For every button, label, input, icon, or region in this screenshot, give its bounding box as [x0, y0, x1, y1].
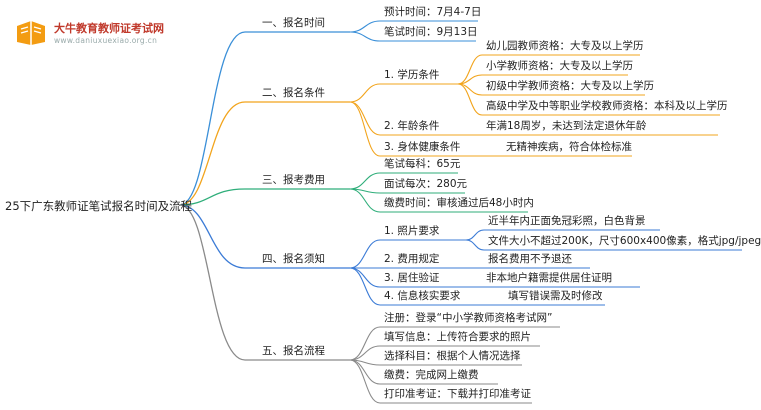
step-select-subject[interactable]: 选择科目：根据个人情况选择: [384, 350, 521, 362]
branch-registration-time[interactable]: 一、报名时间: [262, 17, 325, 29]
node-education[interactable]: 1. 学历条件: [384, 69, 440, 81]
leaf-residence[interactable]: 非本地户籍需提供居住证明: [486, 272, 612, 284]
node-info-check[interactable]: 4. 信息核实要求: [384, 290, 461, 302]
step-print-ticket[interactable]: 打印准考证：下载并打印准考证: [384, 388, 531, 400]
leaf-primary[interactable]: 小学教师资格：大专及以上学历: [486, 60, 633, 72]
step-fill-info[interactable]: 填写信息：上传符合要求的照片: [384, 331, 531, 343]
node-photo[interactable]: 1. 照片要求: [384, 225, 440, 237]
node-health[interactable]: 3. 身体健康条件: [384, 141, 461, 153]
node-payment-time[interactable]: 缴费时间：审核通过后48小时内: [384, 197, 534, 209]
leaf-photo-size[interactable]: 文件大小不超过200K，尺寸600x400像素，格式jpg/jpeg: [488, 235, 761, 247]
branch-requirements[interactable]: 二、报名条件: [262, 87, 325, 99]
branch-fees[interactable]: 三、报考费用: [262, 174, 325, 186]
node-expected-time[interactable]: 预计时间：7月4-7日: [384, 6, 482, 18]
step-pay[interactable]: 缴费：完成网上缴费: [384, 369, 479, 381]
branch-process[interactable]: 五、报名流程: [262, 345, 325, 357]
leaf-photo-color[interactable]: 近半年内正面免冠彩照，白色背景: [488, 215, 646, 227]
leaf-health[interactable]: 无精神疾病，符合体检标准: [506, 141, 632, 153]
leaf-age[interactable]: 年满18周岁，未达到法定退休年龄: [486, 120, 647, 132]
site-logo[interactable]: 大牛教育教师证考试网 www.daniuxuexiao.org.cn: [14, 14, 164, 48]
node-exam-time[interactable]: 笔试时间：9月13日: [384, 26, 478, 38]
leaf-senior-high[interactable]: 高级中学及中等职业学校教师资格：本科及以上学历: [486, 100, 728, 112]
node-fee-rule[interactable]: 2. 费用规定: [384, 253, 440, 265]
logo-url: www.daniuxuexiao.org.cn: [54, 36, 158, 45]
node-age[interactable]: 2. 年龄条件: [384, 120, 440, 132]
branch-notes[interactable]: 四、报名须知: [262, 253, 325, 265]
leaf-no-refund[interactable]: 报名费用不予退还: [488, 253, 572, 265]
node-residence[interactable]: 3. 居住验证: [384, 272, 440, 284]
logo-title: 大牛教育教师证考试网: [54, 22, 164, 35]
node-interview-fee[interactable]: 面试每次：280元: [384, 178, 468, 190]
leaf-junior-high[interactable]: 初级中学教师资格：大专及以上学历: [486, 80, 654, 92]
root-topic[interactable]: 25下广东教师证笔试报名时间及流程: [5, 199, 193, 213]
leaf-info-fix[interactable]: 填写错误需及时修改: [508, 290, 603, 302]
book-logo-icon: [17, 21, 45, 45]
leaf-kindergarten[interactable]: 幼儿园教师资格：大专及以上学历: [486, 40, 644, 52]
step-register[interactable]: 注册：登录“中小学教师资格考试网”: [384, 312, 553, 324]
node-written-fee[interactable]: 笔试每科：65元: [384, 158, 461, 170]
